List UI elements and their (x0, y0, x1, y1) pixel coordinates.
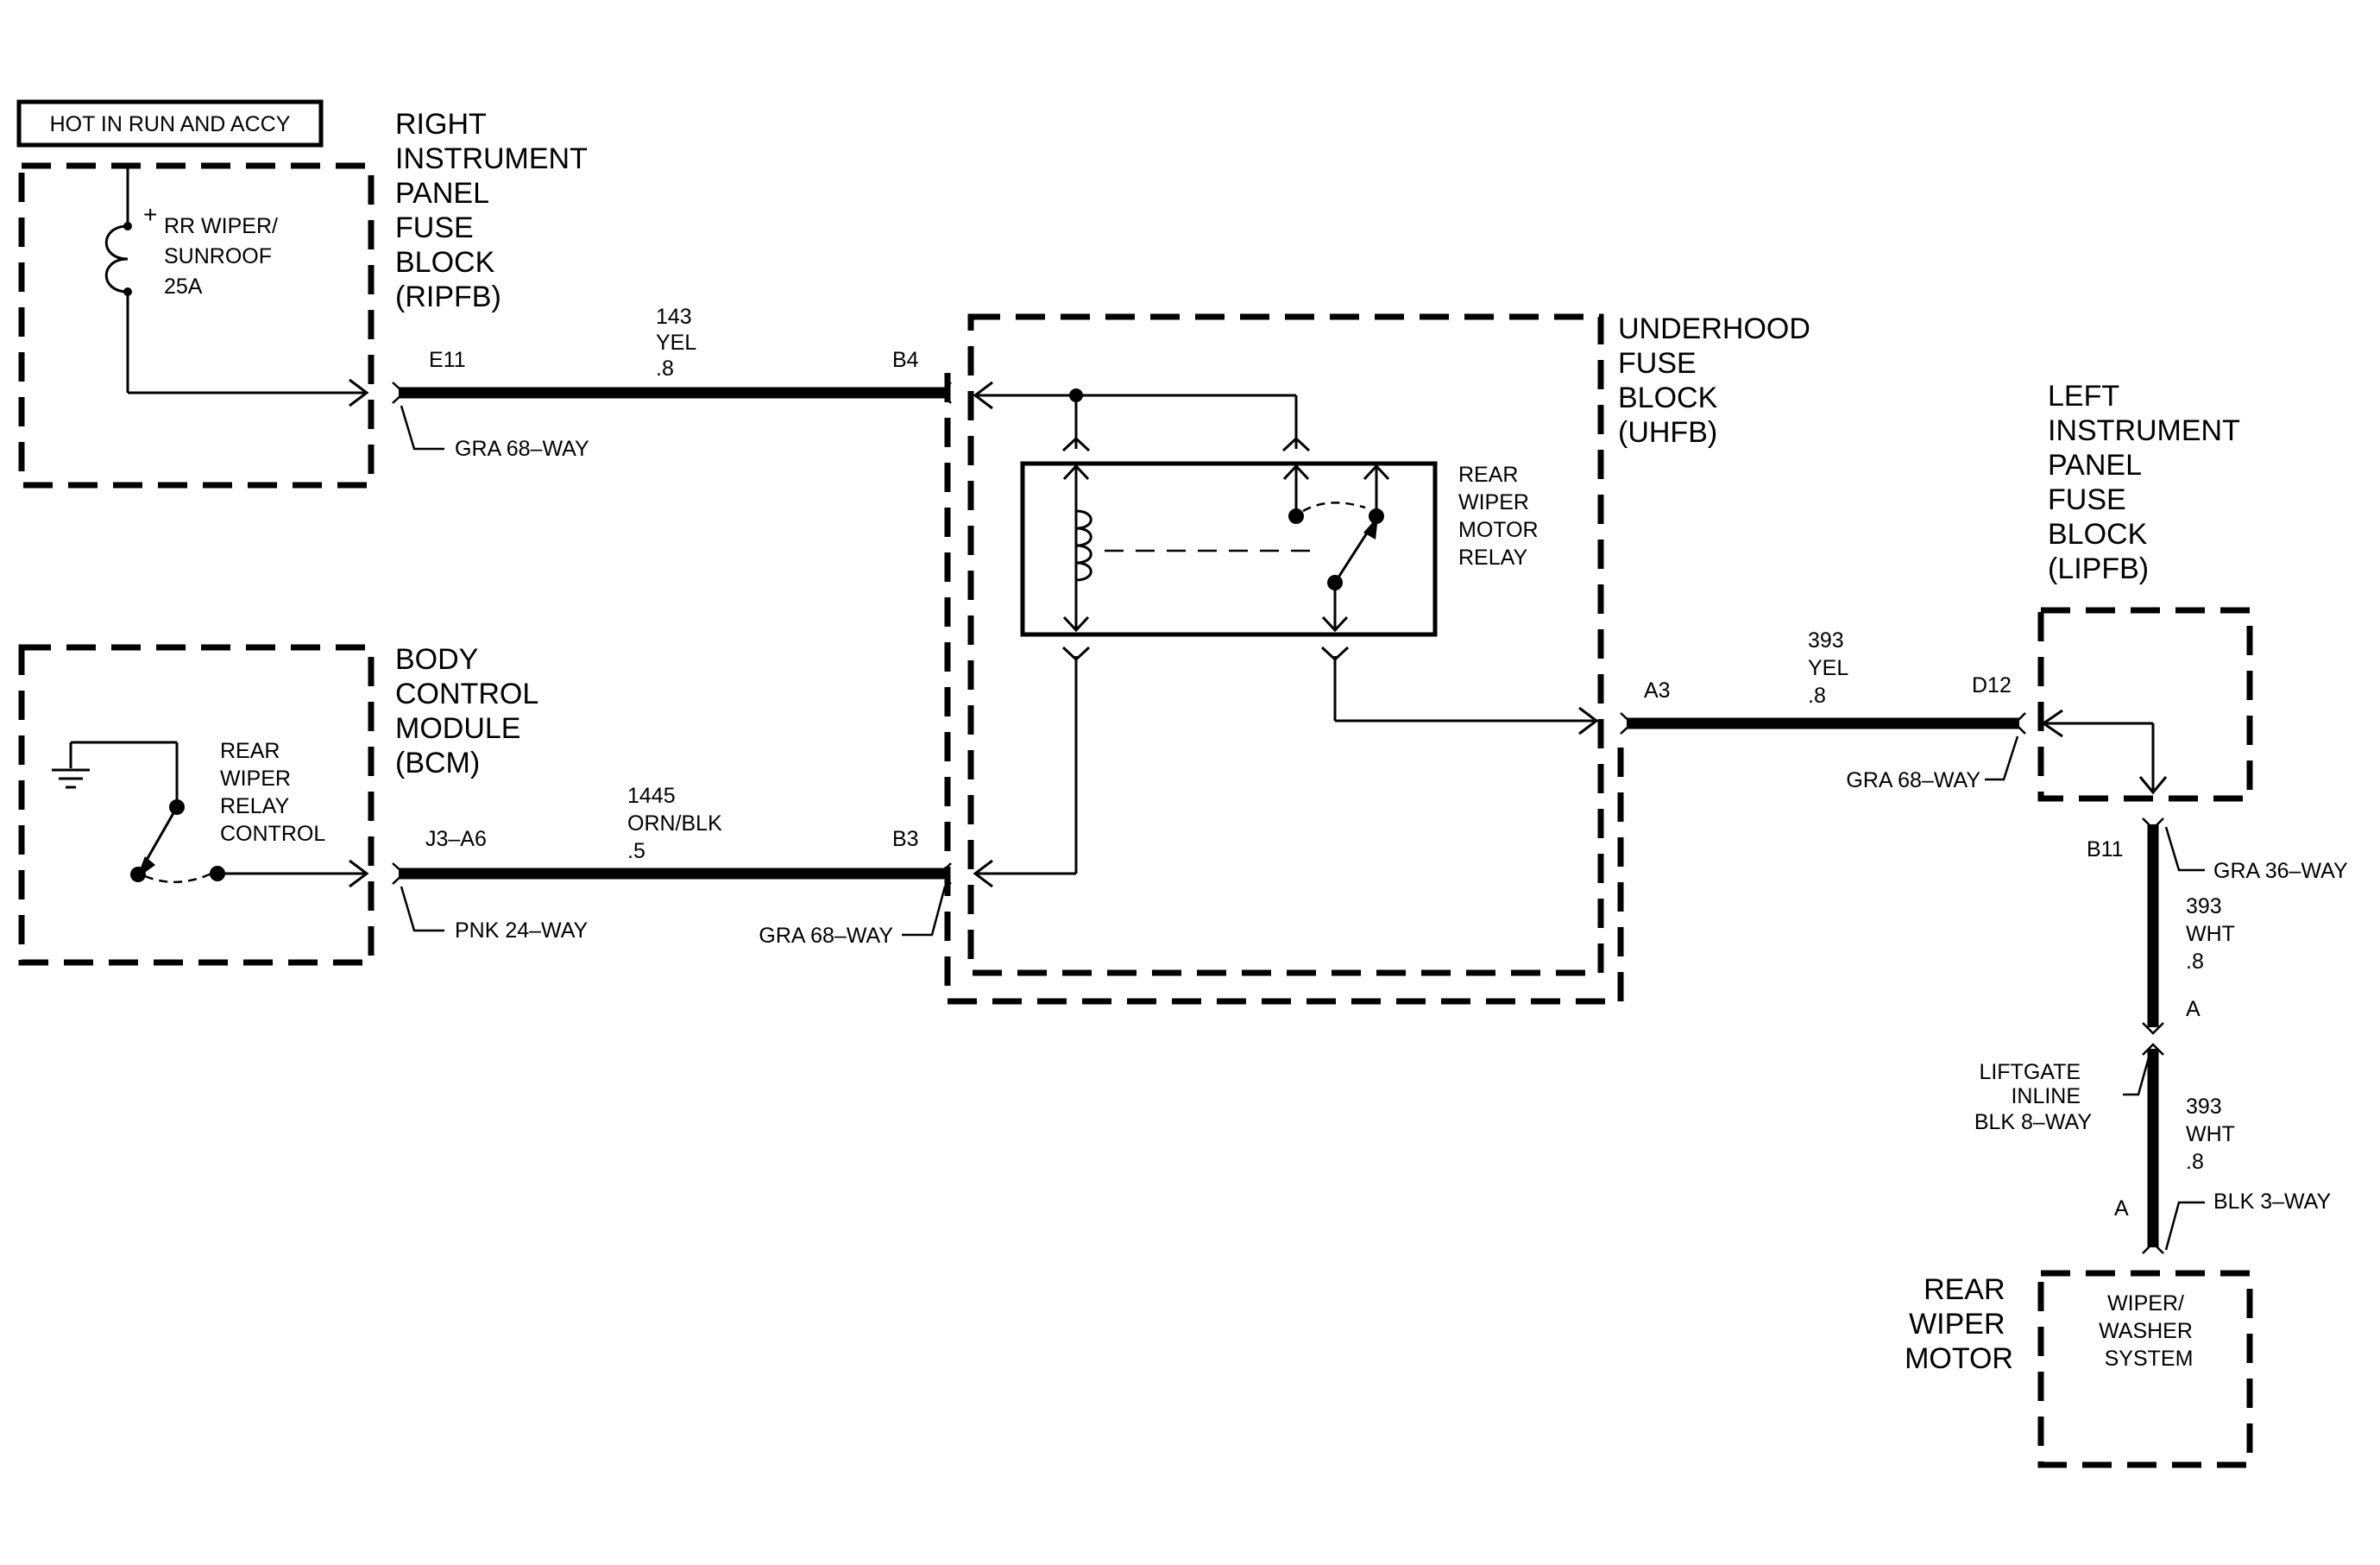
ground-icon (52, 741, 179, 807)
relay-label: REAR WIPER MOTOR RELAY (1458, 463, 1545, 570)
rear-wiper-motor: REAR WIPER MOTOR WIPER/ WASHER SYSTEM (1905, 1270, 2253, 1468)
ripfb-block: RIGHT INSTRUMENT PANEL FUSE BLOCK (RIPFB… (18, 108, 595, 489)
motor-connector: BLK 3–WAY (2213, 1190, 2331, 1214)
wire-393-yel-label: 393 YEL .8 (1808, 628, 1854, 708)
pin-b11: B11 (2087, 837, 2124, 861)
power-note: HOT IN RUN AND ACCY (16, 99, 324, 148)
pin-a-inline: A (2186, 997, 2201, 1021)
uhfb-title: UNDERHOOD FUSE BLOCK (UHFB) (1618, 312, 1818, 449)
fuse-label: RR WIPER/ SUNROOF 25A (164, 214, 284, 299)
uhfb-block: UNDERHOOD FUSE BLOCK (UHFB) (944, 312, 1818, 1005)
ripfb-connector: GRA 68–WAY (455, 437, 589, 461)
svg-text:+: + (143, 201, 157, 228)
pin-d12: D12 (1972, 673, 2012, 697)
relay-control-switch (130, 799, 369, 888)
hot-in-run-label: HOT IN RUN AND ACCY (50, 112, 291, 136)
wiper-washer-system-label: WIPER/ WASHER SYSTEM (2099, 1291, 2199, 1371)
uhfb-connector-left: GRA 68–WAY (759, 924, 893, 948)
wire-393-wht-upper: B11 GRA 36–WAY 393 WHT .8 A (2087, 817, 2348, 1035)
lipfb-connector: GRA 36–WAY (2213, 859, 2348, 883)
pin-b4: B4 (892, 348, 919, 372)
liftgate-connector: LIFTGATE INLINE BLK 8–WAY (1974, 1060, 2092, 1134)
wire-1445-label: 1445 ORN/BLK .5 (627, 784, 728, 863)
lipfb-block: LEFT INSTRUMENT PANEL FUSE BLOCK (LIPFB) (2037, 380, 2253, 802)
bcm-connector: PNK 24–WAY (455, 918, 589, 943)
wire-393-wht-upper-label: 393 WHT .8 (2186, 894, 2240, 974)
motor-title: REAR WIPER MOTOR (1905, 1273, 2013, 1375)
wire-143: E11 B4 143 YEL .8 GRA 68–WAY (392, 305, 952, 461)
pin-a-motor: A (2114, 1196, 2129, 1221)
bcm-block: BODY CONTROL MODULE (BCM) REAR W (18, 643, 545, 966)
ripfb-title: RIGHT INSTRUMENT PANEL FUSE BLOCK (RIPFB… (395, 108, 595, 313)
bcm-switch-label: REAR WIPER RELAY CONTROL (220, 739, 325, 846)
rear-wiper-motor-relay (1020, 461, 1438, 637)
wire-393-wht-lower: LIFTGATE INLINE BLK 8–WAY 393 WHT .8 A B… (1974, 1043, 2331, 1254)
wire-393-yel: A3 D12 393 YEL .8 GRA 68–WAY (1620, 628, 2026, 792)
lipfb-title: LEFT INSTRUMENT PANEL FUSE BLOCK (LIPFB) (2048, 380, 2248, 585)
pin-e11: E11 (429, 348, 466, 372)
uhfb-connector-right: GRA 68–WAY (1846, 768, 1980, 792)
wire-393-wht-lower-label: 393 WHT .8 (2186, 1095, 2240, 1174)
bcm-title: BODY CONTROL MODULE (BCM) (395, 643, 545, 779)
pin-j3-a6: J3–A6 (425, 827, 487, 851)
wire-143-label: 143 YEL .8 (656, 305, 702, 381)
fuse-symbol: + (104, 166, 369, 407)
pin-b3: B3 (892, 827, 919, 851)
uhfb-internal-wiring (973, 381, 1599, 888)
pin-a3: A3 (1644, 678, 1671, 703)
wire-1445: J3–A6 B3 1445 ORN/BLK .5 PNK 24–WAY GRA … (392, 784, 952, 948)
